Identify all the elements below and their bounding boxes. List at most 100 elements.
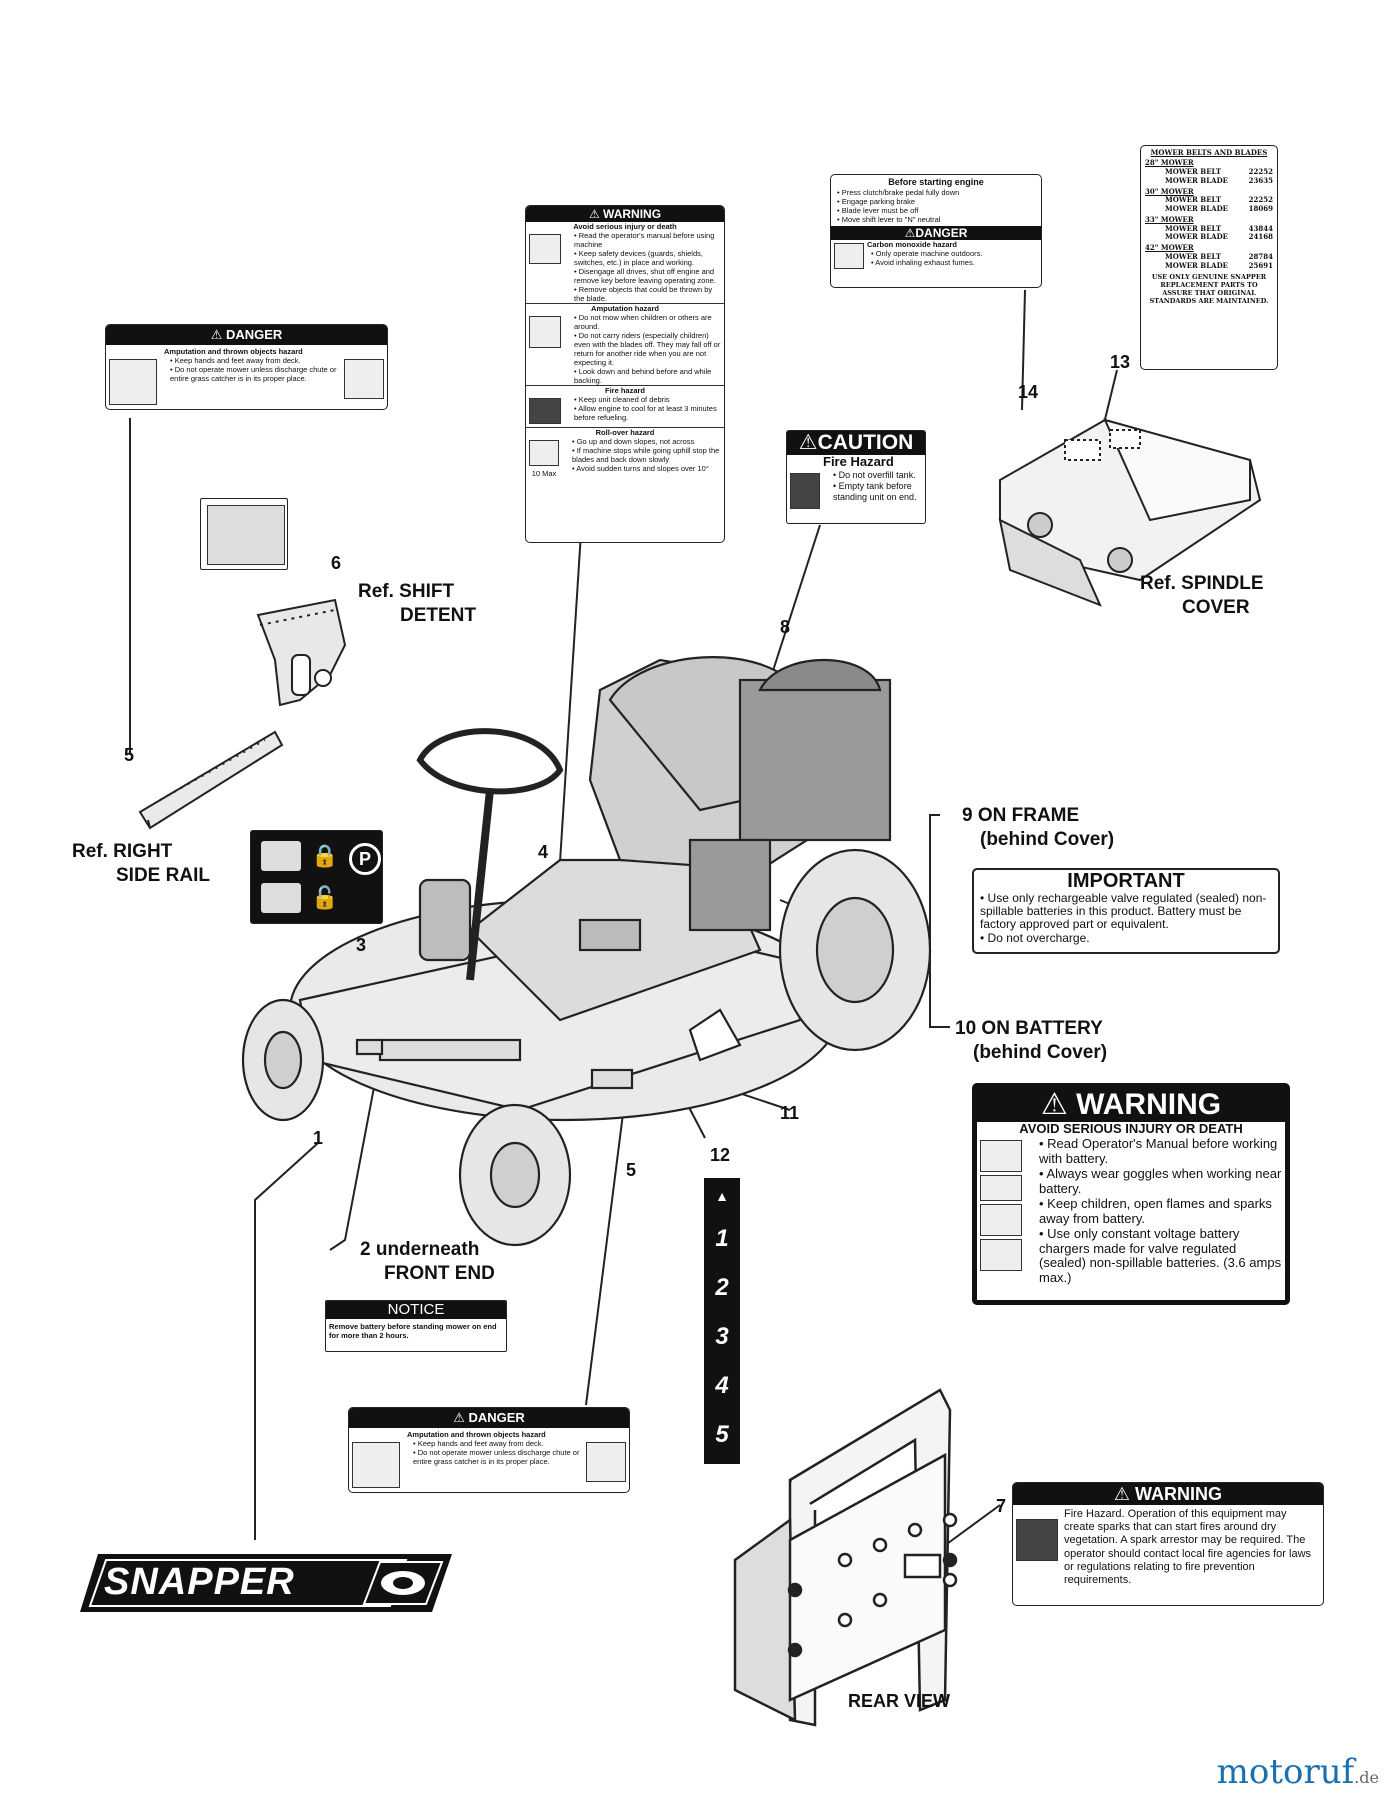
decal-shift-detent bbox=[200, 498, 288, 570]
belt-group-size: 42" MOWER bbox=[1145, 243, 1194, 253]
hand-lever-icon bbox=[261, 883, 301, 913]
unlock-icon: 🔓 bbox=[311, 885, 339, 910]
mower-illustration bbox=[241, 656, 932, 1247]
part-number: 23635 bbox=[1248, 175, 1273, 185]
rollover-title: Roll-over hazard bbox=[526, 427, 724, 437]
decal-before-starting: Before starting engine Press clutch/brak… bbox=[830, 174, 1042, 288]
warning-item: Allow engine to cool for at least 3 minu… bbox=[574, 404, 724, 422]
lock-icon: 🔒 bbox=[311, 843, 339, 868]
mower-rider-icon bbox=[207, 505, 285, 565]
manual-icon bbox=[529, 234, 561, 264]
part-label: MOWER BELT bbox=[1165, 251, 1222, 261]
watermark-suffix: .de bbox=[1354, 1768, 1379, 1787]
before-start-item: Press clutch/brake pedal fully down bbox=[837, 188, 1041, 197]
side-rail-illustration bbox=[138, 730, 284, 830]
leader-5-bottom bbox=[585, 1089, 627, 1406]
callout-13: 13 bbox=[1110, 352, 1131, 372]
label-on-frame: 9 ON FRAME (behind Cover) bbox=[962, 805, 1115, 850]
decal-warning-rear: ⚠ WARNING Fire Hazard. Operation of this… bbox=[1012, 1482, 1324, 1606]
battery-warning-header: ⚠ WARNING bbox=[977, 1088, 1285, 1122]
park-icon: P bbox=[349, 843, 381, 875]
part-label: MOWER BLADE bbox=[1165, 232, 1228, 242]
children-away-icon bbox=[980, 1203, 1022, 1236]
battery-warning-item: Use only constant voltage battery charge… bbox=[1039, 1226, 1285, 1287]
before-start-item: Move shift lever to "N" neutral bbox=[837, 215, 1041, 224]
decal-danger-bottom-subtitle: Amputation and thrown objects hazard bbox=[407, 1430, 546, 1439]
warning-item: Do not carry riders (especially children… bbox=[574, 331, 724, 367]
part-number: 28784 bbox=[1248, 251, 1273, 261]
callout-8: 8 bbox=[780, 617, 791, 637]
label-ref-shift-detent: Ref. SHIFT DETENT bbox=[358, 581, 476, 626]
decal-warning-main: ⚠ WARNING Avoid serious injury or death … bbox=[525, 205, 725, 543]
part-label: MOWER BELT bbox=[1165, 167, 1222, 177]
battery-warning-intro: AVOID SERIOUS INJURY OR DEATH bbox=[1019, 1121, 1243, 1136]
decal-danger-bottom-bullet: Keep hands and feet away from deck. bbox=[413, 1439, 583, 1448]
decal-warning-main-intro: Avoid serious injury or death bbox=[573, 222, 677, 231]
warning-item: Read the operator's manual before using … bbox=[574, 231, 724, 249]
decal-parking-brake: 🔒 P 🔓 bbox=[250, 830, 383, 924]
part-label: MOWER BELT bbox=[1165, 195, 1222, 205]
decal-danger-bottom-bullet: Do not operate mower unless discharge ch… bbox=[413, 1448, 583, 1466]
children-icon bbox=[529, 316, 561, 348]
label-underneath-front-end: 2 underneath FRONT END bbox=[360, 1239, 495, 1284]
part-number: 18069 bbox=[1248, 204, 1273, 214]
warning-item: Do not mow when children or others are a… bbox=[574, 313, 724, 331]
callout-5-left: 5 bbox=[124, 745, 135, 765]
battery-warning-item: Read Operator's Manual before working wi… bbox=[1039, 1136, 1285, 1167]
thrown-object-icon bbox=[586, 1442, 626, 1482]
hand-lever-icon bbox=[261, 841, 301, 871]
part-label: MOWER BELT bbox=[1165, 223, 1222, 233]
decal-danger-top-header: ⚠ DANGER bbox=[106, 325, 387, 345]
decal-danger-bottom-header: ⚠ DANGER bbox=[349, 1408, 629, 1428]
gear-4: 4 bbox=[715, 1372, 729, 1399]
rear-frame-illustration bbox=[733, 1388, 958, 1727]
warning-item: If machine stops while going uphill stop… bbox=[572, 446, 724, 464]
callout-6: 6 bbox=[331, 553, 342, 573]
gear-1: 1 bbox=[715, 1225, 729, 1252]
caution-item: Do not overfill tank. bbox=[833, 470, 925, 481]
part-number: 43844 bbox=[1248, 223, 1273, 233]
motoruf-watermark: motoruf.de bbox=[1217, 1752, 1379, 1792]
battery-warning-item: Always wear goggles when working near ba… bbox=[1039, 1166, 1285, 1197]
callout-5-bottom: 5 bbox=[626, 1160, 637, 1180]
before-start-item: Blade lever must be off bbox=[837, 206, 1041, 215]
decal-caution: ⚠CAUTION Fire Hazard Do not overfill tan… bbox=[786, 430, 926, 524]
label-ref-spindle-cover: Ref. SPINDLE COVER bbox=[1140, 573, 1264, 618]
carbon-monoxide-title: Carbon monoxide hazard bbox=[867, 239, 958, 249]
label-rear-view: REAR VIEW bbox=[848, 1691, 951, 1711]
charger-cv-icon bbox=[980, 1238, 1022, 1271]
warning-item: Keep safety devices (guards, shields, sw… bbox=[574, 249, 724, 267]
decal-warning-main-header: ⚠ WARNING bbox=[526, 206, 724, 222]
snapper-logo: SNAPPER bbox=[80, 1548, 452, 1618]
caution-header: ⚠CAUTION bbox=[787, 431, 925, 455]
part-number: 24168 bbox=[1248, 232, 1273, 242]
leader-8 bbox=[769, 524, 821, 681]
fire-icon bbox=[1016, 1519, 1058, 1561]
fire-icon bbox=[790, 472, 820, 509]
important-header: IMPORTANT bbox=[1067, 870, 1185, 892]
warning-item: Look down and behind before and while ba… bbox=[574, 367, 724, 385]
belt-group-size: 30" MOWER bbox=[1145, 186, 1194, 196]
tractor-icon: ▲ bbox=[715, 1188, 729, 1204]
decal-danger-top-bullet: Do not operate mower unless discharge ch… bbox=[170, 365, 341, 383]
fire-icon bbox=[529, 398, 561, 424]
gear-3: 3 bbox=[715, 1323, 729, 1350]
warning-item: Disengage all drives, shut off engine an… bbox=[574, 267, 724, 285]
belt-group-row: MOWER BLADE 23635 bbox=[1145, 175, 1273, 186]
caution-item: Empty tank before standing unit on end. bbox=[833, 481, 925, 503]
decal-danger-top-bullet: Keep hands and feet away from deck. bbox=[170, 356, 341, 365]
spindle-cover-illustration bbox=[998, 418, 1262, 607]
watermark-main: motoruf bbox=[1216, 1752, 1355, 1792]
manual-icon bbox=[980, 1139, 1022, 1172]
belts-footer: USE ONLY GENUINE SNAPPER REPLACEMENT PAR… bbox=[1149, 273, 1269, 305]
belt-group-row: MOWER BLADE 24168 bbox=[1145, 233, 1273, 242]
part-label: MOWER BLADE bbox=[1165, 175, 1228, 185]
